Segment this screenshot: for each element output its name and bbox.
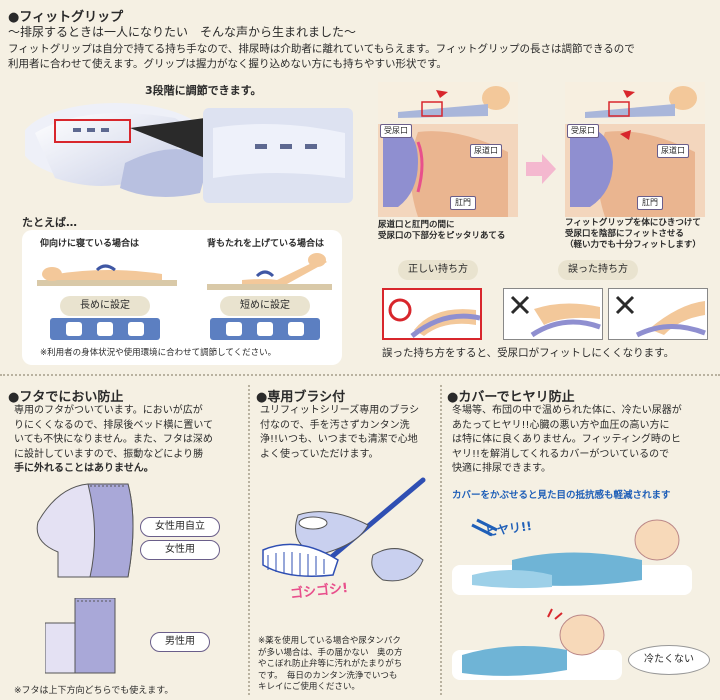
cover-heading: ●カバーでヒヤリ防止 — [447, 390, 575, 405]
lid-body: 専用のフタがついています。においが広が りにくくなるので、排尿後ベッド横に置いて… — [14, 405, 214, 474]
wrong-example-1 — [503, 288, 603, 340]
grip-body-line2: 利用者に合わせて使えます。グリップは握力がなく握り込めない方にも持ちやすい形状で… — [8, 58, 447, 70]
cover-highlight: カバーをかぶせると見た目の抵抗感も軽減されます — [452, 490, 671, 501]
right-diagram-caption: フィットグリップを体にひきつけて 受尿口を陰部にフィットさせる （軽い力でも十分… — [565, 218, 701, 250]
column-divider-2 — [440, 385, 442, 695]
cover-body: 冬場等、布団の中で温められた体に、冷たい尿器が あたってヒヤリ!!心臓の悪い方や… — [452, 405, 682, 474]
female-stand-label: 女性用自立 — [140, 517, 220, 537]
arrow-right-icon — [526, 154, 556, 188]
correct-label: 正しい持ち方 — [398, 260, 478, 280]
female-label: 女性用 — [140, 540, 220, 560]
long-setting-label: 長めに設定 — [60, 296, 150, 316]
lying-figure — [37, 252, 177, 296]
wrong-example-2 — [608, 288, 708, 340]
male-label: 男性用 — [150, 632, 210, 652]
column-divider-1 — [248, 385, 250, 695]
panel-note: ※利用者の身体状況や使用環境に合わせて調節してください。 — [40, 348, 277, 358]
not-cold-bubble: 冷たくない — [628, 645, 710, 675]
anus-label: 肛門 — [450, 196, 476, 210]
wrong-label: 誤った持ち方 — [558, 260, 638, 280]
anus-label-after: 肛門 — [637, 196, 663, 210]
urethra-label-after: 尿道口 — [657, 144, 689, 158]
case2-label: 背もたれを上げている場合は — [207, 239, 325, 249]
grip-subtitle: 〜排尿するときは一人になりたい そんな声から生まれました〜 — [8, 25, 357, 39]
receiver-label: 受尿口 — [380, 124, 412, 138]
fitting-diagram-before: 受尿口 尿道口 肛門 — [378, 82, 518, 221]
receiver-label-after: 受尿口 — [567, 124, 599, 138]
urethra-label: 尿道口 — [470, 144, 502, 158]
correct-example — [382, 288, 482, 340]
fitting-diagram-after: 受尿口 尿道口 肛門 — [565, 82, 705, 221]
grip-body-line1: フィットグリップは自分で持てる持ち手なので、排尿時は介助者に離れていてもらえます… — [8, 43, 635, 55]
example-label: たとえば… — [22, 216, 77, 229]
case1-label: 仰向けに寝ている場合は — [40, 239, 140, 249]
section-divider — [0, 374, 720, 376]
brush-body: ユリフィットシリーズ専用のブラシ 付なので、手を汚さずカンタン洗 浄!!いつも、… — [260, 405, 420, 460]
sitting-figure — [207, 250, 332, 299]
lid-note: ※フタは上下方向どちらでも使えます。 — [14, 686, 174, 696]
brush-heading: ●専用ブラシ付 — [256, 390, 346, 405]
female-lid-image — [28, 482, 138, 586]
long-setting-bar — [50, 318, 160, 340]
cold-patient-illustration — [452, 505, 714, 609]
male-lid-image — [44, 597, 135, 682]
example-panel: 仰向けに寝ている場合は 背もたれを上げている場合は 長めに設定 短めに設定 ※利… — [22, 230, 342, 365]
lid-heading: ●フタでにおい防止 — [8, 390, 124, 405]
short-setting-label: 短めに設定 — [220, 296, 310, 316]
left-diagram-caption: 尿道口と肛門の間に 受尿口の下部分をピッタリあてる — [378, 220, 506, 241]
wrong-note: 誤った持ち方をすると、受尿口がフィットしにくくなります。 — [382, 347, 675, 359]
brush-note: ※薬を使用している場合や尿タンパク が多い場合は、手の届かない 奥の方 やこぼれ… — [258, 636, 403, 692]
grip-photo — [20, 98, 355, 208]
warm-patient-illustration — [452, 605, 714, 694]
brush-image — [258, 475, 438, 619]
adjust-caption: 3段階に調節できます。 — [145, 84, 262, 97]
short-setting-bar — [210, 318, 320, 340]
grip-heading: ●フィットグリップ — [8, 10, 124, 25]
